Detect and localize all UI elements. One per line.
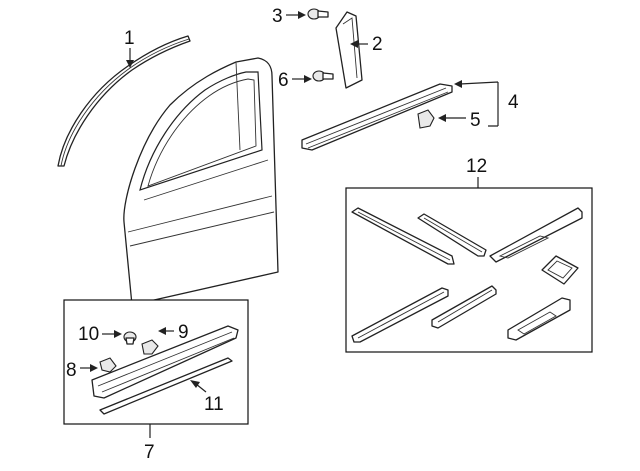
callout-1: 1 bbox=[124, 28, 135, 68]
door-lower-molding-part bbox=[91, 325, 239, 399]
svg-text:5: 5 bbox=[470, 110, 481, 131]
svg-text:11: 11 bbox=[204, 394, 224, 415]
callout-5: 5 bbox=[438, 110, 481, 131]
svg-text:3: 3 bbox=[272, 6, 283, 27]
callout-8: 8 bbox=[66, 360, 98, 381]
callout-7: 7 bbox=[144, 424, 155, 463]
callout-12: 12 bbox=[466, 156, 487, 188]
callout-6: 6 bbox=[278, 70, 312, 91]
callout-2: 2 bbox=[350, 34, 383, 55]
callout-9: 9 bbox=[158, 322, 189, 343]
callout-3: 3 bbox=[272, 6, 306, 27]
callout-10: 10 bbox=[78, 324, 122, 345]
screw-part-6 bbox=[312, 70, 334, 82]
kit-molding-upper-middle bbox=[417, 213, 487, 257]
kit-emblem-plate bbox=[541, 255, 579, 285]
svg-text:12: 12 bbox=[466, 156, 487, 177]
belt-molding-part-4 bbox=[301, 83, 453, 151]
pillar-molding-part-2 bbox=[335, 11, 363, 89]
svg-text:4: 4 bbox=[508, 92, 519, 113]
kit-molding-lower-middle bbox=[431, 285, 497, 329]
kit-molding-upper-left bbox=[351, 207, 455, 265]
clip-part-9 bbox=[141, 339, 159, 355]
screw-part-3 bbox=[307, 8, 329, 20]
svg-text:7: 7 bbox=[144, 442, 155, 463]
callout-11: 11 bbox=[190, 380, 224, 415]
svg-text:9: 9 bbox=[178, 322, 189, 343]
door-frame-molding-part-1 bbox=[57, 35, 191, 167]
kit-molding-lower-left bbox=[351, 287, 449, 343]
kit-molding-upper-right bbox=[489, 207, 583, 263]
svg-text:8: 8 bbox=[66, 360, 77, 381]
clip-part-8 bbox=[99, 357, 117, 373]
svg-text:2: 2 bbox=[372, 34, 383, 55]
clip-part-5 bbox=[417, 109, 435, 129]
front-door-shell bbox=[123, 57, 279, 306]
weatherstrip-part-11 bbox=[99, 357, 233, 415]
svg-text:10: 10 bbox=[78, 324, 99, 345]
svg-text:6: 6 bbox=[278, 70, 289, 91]
svg-text:1: 1 bbox=[124, 28, 135, 49]
callout-4: 4 bbox=[454, 80, 519, 127]
kit-molding-lower-right bbox=[507, 297, 571, 341]
screw-part-10 bbox=[123, 331, 137, 345]
